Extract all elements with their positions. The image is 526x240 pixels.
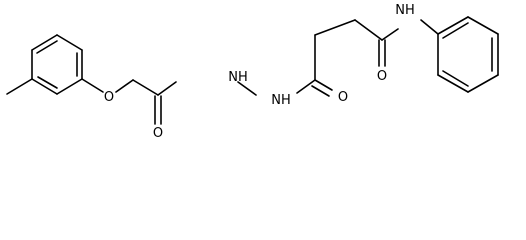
hydrazide-nh-left-label: NH [228,70,248,85]
hydrazide-nh-right-label: NH [271,93,291,108]
aryl-ether-bond [81,78,104,93]
succinyl-chain [314,19,383,81]
phenyl-ring [437,16,499,93]
amide-bond [381,28,399,41]
chemical-structure: O O NH NH O O NH [6,3,499,141]
hydrazide-bond-right [296,79,316,94]
carbonyl-bond-left [154,95,162,125]
carbonyl-oxygen-middle-label: O [338,90,348,105]
carbonyl-bond-right [378,39,386,67]
amide-nh-label: NH [395,3,415,18]
amide-phenyl-bond [420,19,439,35]
ether-oxygen-label: O [104,90,114,105]
oxyacetyl-chain [115,79,159,96]
methyl-bond [6,78,33,95]
hydrazide-n-n-bond [237,81,257,96]
hydrazide-bond-left [157,81,177,96]
carbonyl-bond-middle [311,79,333,97]
carbonyl-oxygen-left-label: O [153,126,163,141]
carbonyl-oxygen-right-label: O [377,69,387,84]
tolyl-ring [31,34,83,95]
